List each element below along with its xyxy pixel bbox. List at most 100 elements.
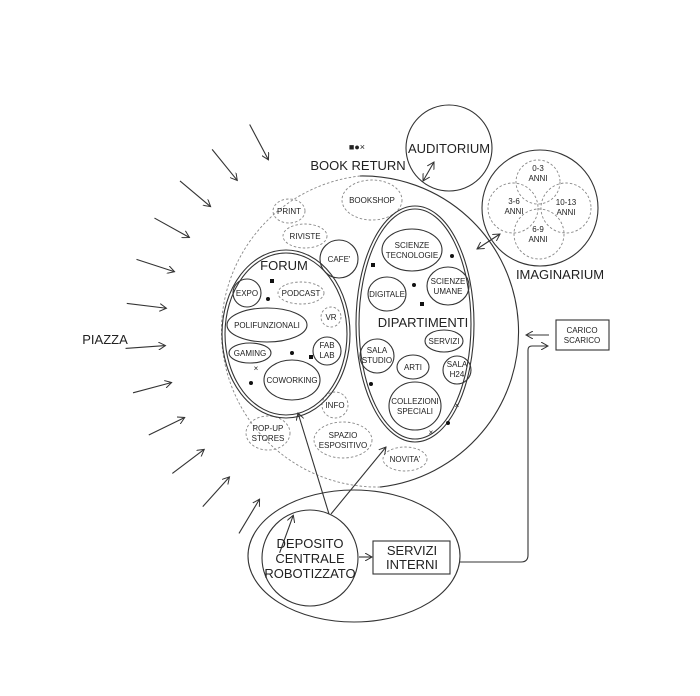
expo-space [232,278,262,308]
dipartimenti-inner [358,208,472,440]
sala-h24-label: H24 [450,370,465,379]
spazio-espositivo-space [313,421,373,459]
fablab-space [312,336,342,366]
piazza-arrow [171,449,204,474]
piazza-arrow [136,258,175,271]
servizi-interni-label: INTERNI [386,557,438,572]
sala-h24-label: SALA [447,360,468,369]
polifunzionali-space [226,307,308,343]
novita-space [382,446,428,472]
piazza-arrow [132,382,172,394]
piazza-arrow [125,346,166,349]
cafe-space [319,239,359,279]
age-3-6-circle [487,182,539,234]
auditorium-link-arrow [423,162,434,181]
spazio-label: SPAZIO [329,431,358,440]
svg-text:×: × [429,428,434,437]
carico-label: SCARICO [564,336,600,345]
cafe-label: CAFE' [328,255,351,264]
logistics-connector [460,346,548,563]
fablab-label: LAB [319,351,334,360]
arti-space [396,354,430,380]
piazza-arrow [279,515,294,554]
piazza-arrow [238,499,260,534]
svg-text:×: × [455,401,460,410]
bookshop-space [341,179,403,221]
carico-scarico-box [555,319,610,351]
servizi-space [424,329,464,353]
piazza-arrow [202,477,230,508]
point-markers [249,254,454,425]
deposito-circle [261,509,359,607]
piazza-arrow [154,217,189,237]
servizi-interni-label: SERVIZI [387,543,437,558]
vr-label: VR [325,313,336,322]
arti-label: ARTI [404,363,422,372]
deposito-label: ROBOTIZZATO [264,566,355,581]
scienze-umane-label: SCIENZE [431,277,466,286]
piazza-arrow [211,149,237,180]
sala-studio-space [359,338,395,374]
deposito-label: DEPOSITO [277,536,344,551]
info-label: INFO [325,401,344,410]
carico-label: CARICO [566,326,597,335]
fablab-label: FAB [319,341,334,350]
spazio-label: ESPOSITIVO [319,441,367,450]
podcast-space [277,281,325,305]
age-label: ANNI [504,207,523,216]
piazza-label: PIAZZA [82,332,128,347]
expo-label: EXPO [236,289,258,298]
digitale-label: DIGITALE [369,290,405,299]
popup-label: POP-UP [253,424,284,433]
imaginarium-label: IMAGINARIUM [516,267,604,282]
collezioni-label: COLLEZIONI [391,397,439,406]
age-label: 3-6 [508,197,520,206]
print-space [272,198,306,224]
dipartimenti-label: DIPARTIMENTI [378,315,469,330]
gaming-label: GAMING [234,349,266,358]
deposito-to-dipartimenti-arrow [330,447,386,515]
scienze-tec-label: SCIENZE [395,241,430,250]
scienze-umane-space [426,266,470,306]
deposito-label: CENTRALE [275,551,345,566]
piazza-arrow [148,417,185,436]
collezioni-label: SPECIALI [397,407,433,416]
coworking-label: COWORKING [266,376,317,385]
print-label: PRINT [277,207,301,216]
age-label: ANNI [556,208,575,217]
popup-label: STORES [252,434,285,443]
forum-outer [221,249,351,419]
age-0-3-circle [515,159,561,205]
auditorium-label: AUDITORIUM [408,141,490,156]
forum-inner [224,252,348,416]
library-boundary-dashed [221,175,381,488]
scienze-tec-label: TECNOLOGIE [386,251,438,260]
logistics-ellipse [247,489,461,623]
riviste-space [282,223,328,249]
auditorium-circle [405,104,493,192]
collezioni-speciali-space [388,381,442,431]
imaginarium-link-arrow [477,234,500,249]
sala-h24-space [442,355,472,385]
forum-label: FORUM [260,258,308,273]
age-label: ANNI [528,235,547,244]
bookshop-label: BOOKSHOP [349,196,395,205]
coworking-space [263,359,321,401]
age-label: ANNI [528,174,547,183]
age-label: 6-9 [532,225,544,234]
servizi-interni-box [372,540,451,575]
book-return-symbols: ■●× [349,142,365,152]
dipartimenti-outer [355,205,475,443]
piazza-arrows [125,124,294,554]
scienze-umane-label: UMANE [434,287,463,296]
book-return-label: BOOK RETURN [310,158,405,173]
info-space [321,391,349,419]
age-label: 0-3 [532,164,544,173]
riviste-label: RIVISTE [289,232,320,241]
podcast-label: PODCAST [282,289,321,298]
gaming-space [228,342,272,364]
imaginarium-circle [481,149,599,267]
polifunzionali-label: POLIFUNZIONALI [234,321,300,330]
deposito-to-forum-arrow [298,413,330,515]
